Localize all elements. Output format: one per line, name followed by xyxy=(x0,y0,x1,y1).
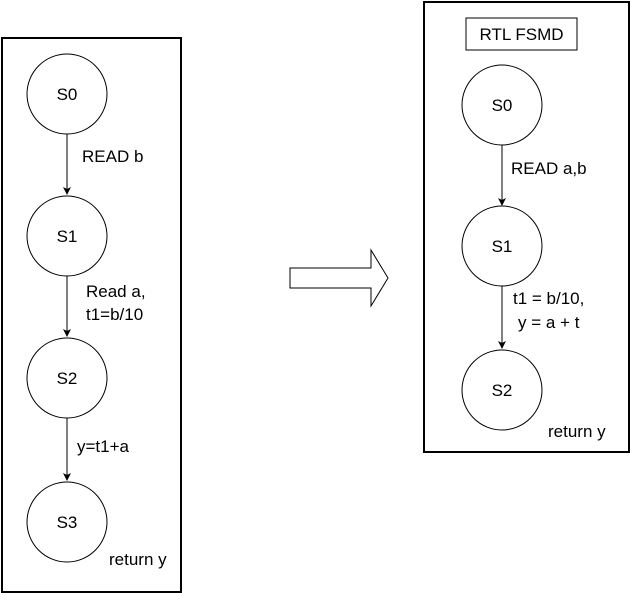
left-transition-s0-s1-label: READ b xyxy=(82,147,143,166)
left-state-s0: S0 xyxy=(26,53,108,135)
left-state-s3: S3 xyxy=(26,481,108,563)
transformation-arrow-icon xyxy=(289,248,389,308)
left-state-s3-circle xyxy=(26,481,108,563)
left-state-s2: S2 xyxy=(26,337,108,419)
right-transition-s1-s2-label-line1: t1 = b/10, xyxy=(513,289,584,308)
left-transition-s1-s2-label-line1: Read a, xyxy=(86,282,146,301)
right-state-s2-label: S2 xyxy=(492,381,513,400)
left-transition-s2-s3-label: y=t1+a xyxy=(77,437,130,456)
right-transition-s1-s2-label-line2: y = a + t xyxy=(518,313,580,332)
right-return-note: return y xyxy=(548,422,606,441)
left-state-s1: S1 xyxy=(26,195,108,277)
left-return-note: return y xyxy=(109,550,167,569)
right-state-s0-label: S0 xyxy=(492,96,513,115)
right-transition-s0-s1-label: READ a,b xyxy=(511,159,587,178)
right-state-s1-label: S1 xyxy=(492,237,513,256)
right-state-s1: S1 xyxy=(461,205,543,287)
right-fsmd-diagram: RTL FSMD S0 READ a,b S1 t1 = b/10, y = a… xyxy=(423,1,630,453)
left-state-s1-label: S1 xyxy=(57,227,78,246)
right-state-s0: S0 xyxy=(461,64,543,146)
left-transition-s1-s2-label-line2: t1=b/10 xyxy=(86,305,143,324)
right-title: RTL FSMD xyxy=(479,25,563,44)
left-state-s2-label: S2 xyxy=(57,369,78,388)
right-title-box xyxy=(465,17,578,51)
right-state-s2-circle xyxy=(461,349,543,431)
right-state-s2: S2 xyxy=(461,349,543,431)
left-state-s0-label: S0 xyxy=(57,85,78,104)
left-fsm-diagram: S0 READ b S1 Read a, t1=b/10 S2 y=t1+a S… xyxy=(1,37,182,593)
left-state-s3-label: S3 xyxy=(57,513,78,532)
